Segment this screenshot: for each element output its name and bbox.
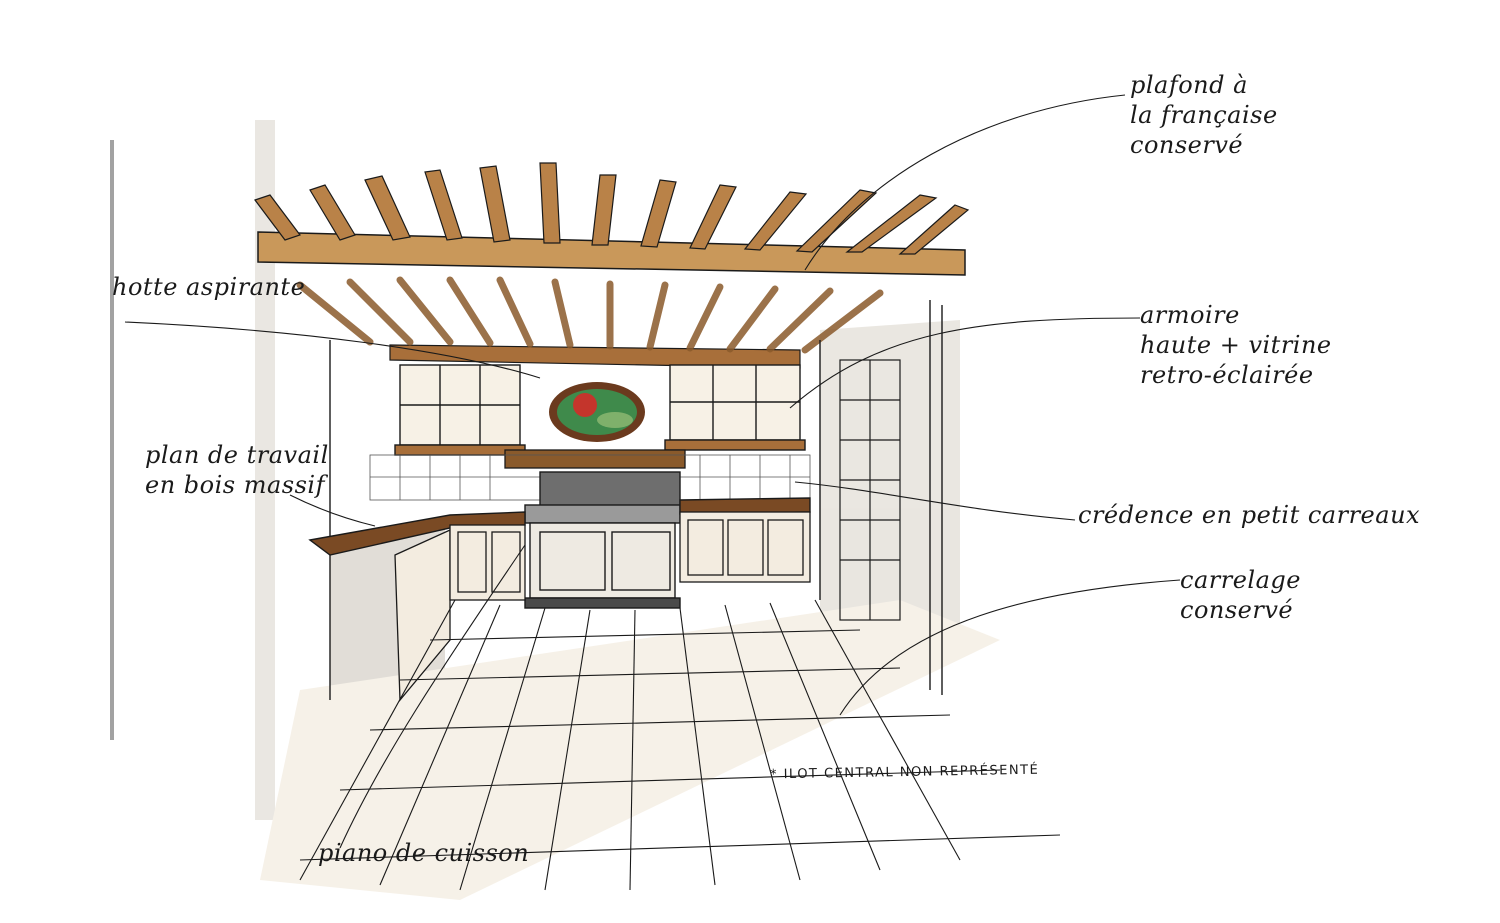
annotation-cabinet: armoire haute + vitrine retro-éclairée <box>1140 300 1332 390</box>
annotation-range-label: piano de cuisson <box>318 839 530 867</box>
annotation-ceiling-line-2: la française <box>1130 101 1278 129</box>
range-cooker <box>524 471 681 609</box>
annotation-backsplash-label: crédence en petit carreaux <box>1078 501 1421 529</box>
annotation-cabinet-line-3: retro-éclairée <box>1140 361 1314 389</box>
annotation-ceiling-line-1: plafond à <box>1130 71 1248 99</box>
annotation-ceiling: plafond à la française conservé <box>1130 70 1278 160</box>
annotation-ceiling-line-3: conservé <box>1130 131 1244 159</box>
annotation-hood-label: hotte aspirante <box>112 273 306 301</box>
annotation-worktop-line-2: en bois massif <box>145 471 325 499</box>
lower-cabinets <box>394 511 811 702</box>
oval-painting <box>549 382 645 442</box>
annotation-range: piano de cuisson <box>318 838 529 868</box>
annotation-cabinet-line-2: haute + vitrine <box>1140 331 1332 359</box>
glazed-door <box>839 359 901 621</box>
watercolor-washes <box>110 120 1000 900</box>
ceiling-beams <box>254 162 970 369</box>
upper-glass-cabinets <box>394 364 806 456</box>
annotation-tiles-line-2: conservé <box>1180 596 1294 624</box>
walls <box>329 300 943 700</box>
annotation-worktop: plan de travail en bois massif <box>145 440 329 500</box>
annotation-backsplash: crédence en petit carreaux <box>1078 500 1420 530</box>
annotation-hood: hotte aspirante <box>112 272 305 302</box>
range-hood-mantel <box>504 449 686 469</box>
annotation-cabinet-line-1: armoire <box>1140 301 1240 329</box>
annotation-worktop-line-1: plan de travail <box>145 441 329 469</box>
leader-lines <box>124 94 1181 849</box>
annotation-tiles: carrelage conservé <box>1180 565 1301 625</box>
floor-tiles <box>299 599 1061 891</box>
annotation-tiles-line-1: carrelage <box>1180 566 1301 594</box>
